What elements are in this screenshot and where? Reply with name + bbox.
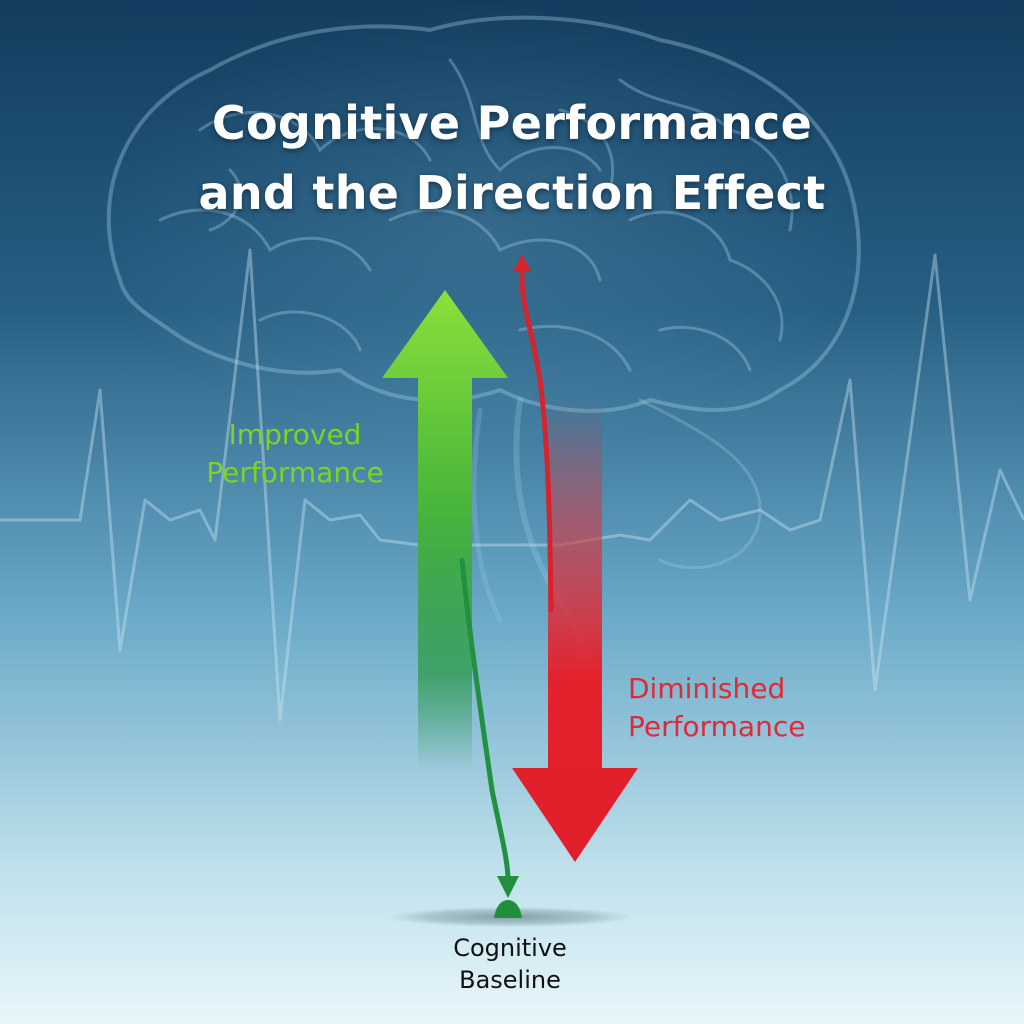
improved-performance-label: Improved Performance [150,416,440,492]
baseline-line-2: Baseline [459,966,561,994]
title-line-1: Cognitive Performance [211,96,813,150]
diminished-line-2: Performance [628,710,806,743]
green-connector-arrowhead-icon [497,876,519,898]
baseline-marker-icon [494,900,522,918]
baseline-line-1: Cognitive [453,934,567,962]
title-line-2: and the Direction Effect [198,166,826,220]
improved-line-1: Improved [228,418,362,451]
improved-line-2: Performance [206,456,384,489]
diminished-performance-label: Diminished Performance [628,670,888,746]
page-title: Cognitive Performance and the Direction … [0,88,1024,228]
down-arrow-icon [512,400,638,862]
cognitive-baseline-label: Cognitive Baseline [400,932,620,996]
brain-illustration-icon [90,0,870,763]
red-connector-line [519,265,554,613]
diminished-line-1: Diminished [628,672,786,705]
ecg-pulse-line-icon [0,248,1024,722]
up-arrow-icon [382,290,508,770]
green-connector-line [459,557,511,883]
red-connector-arrowhead-icon [513,254,531,272]
